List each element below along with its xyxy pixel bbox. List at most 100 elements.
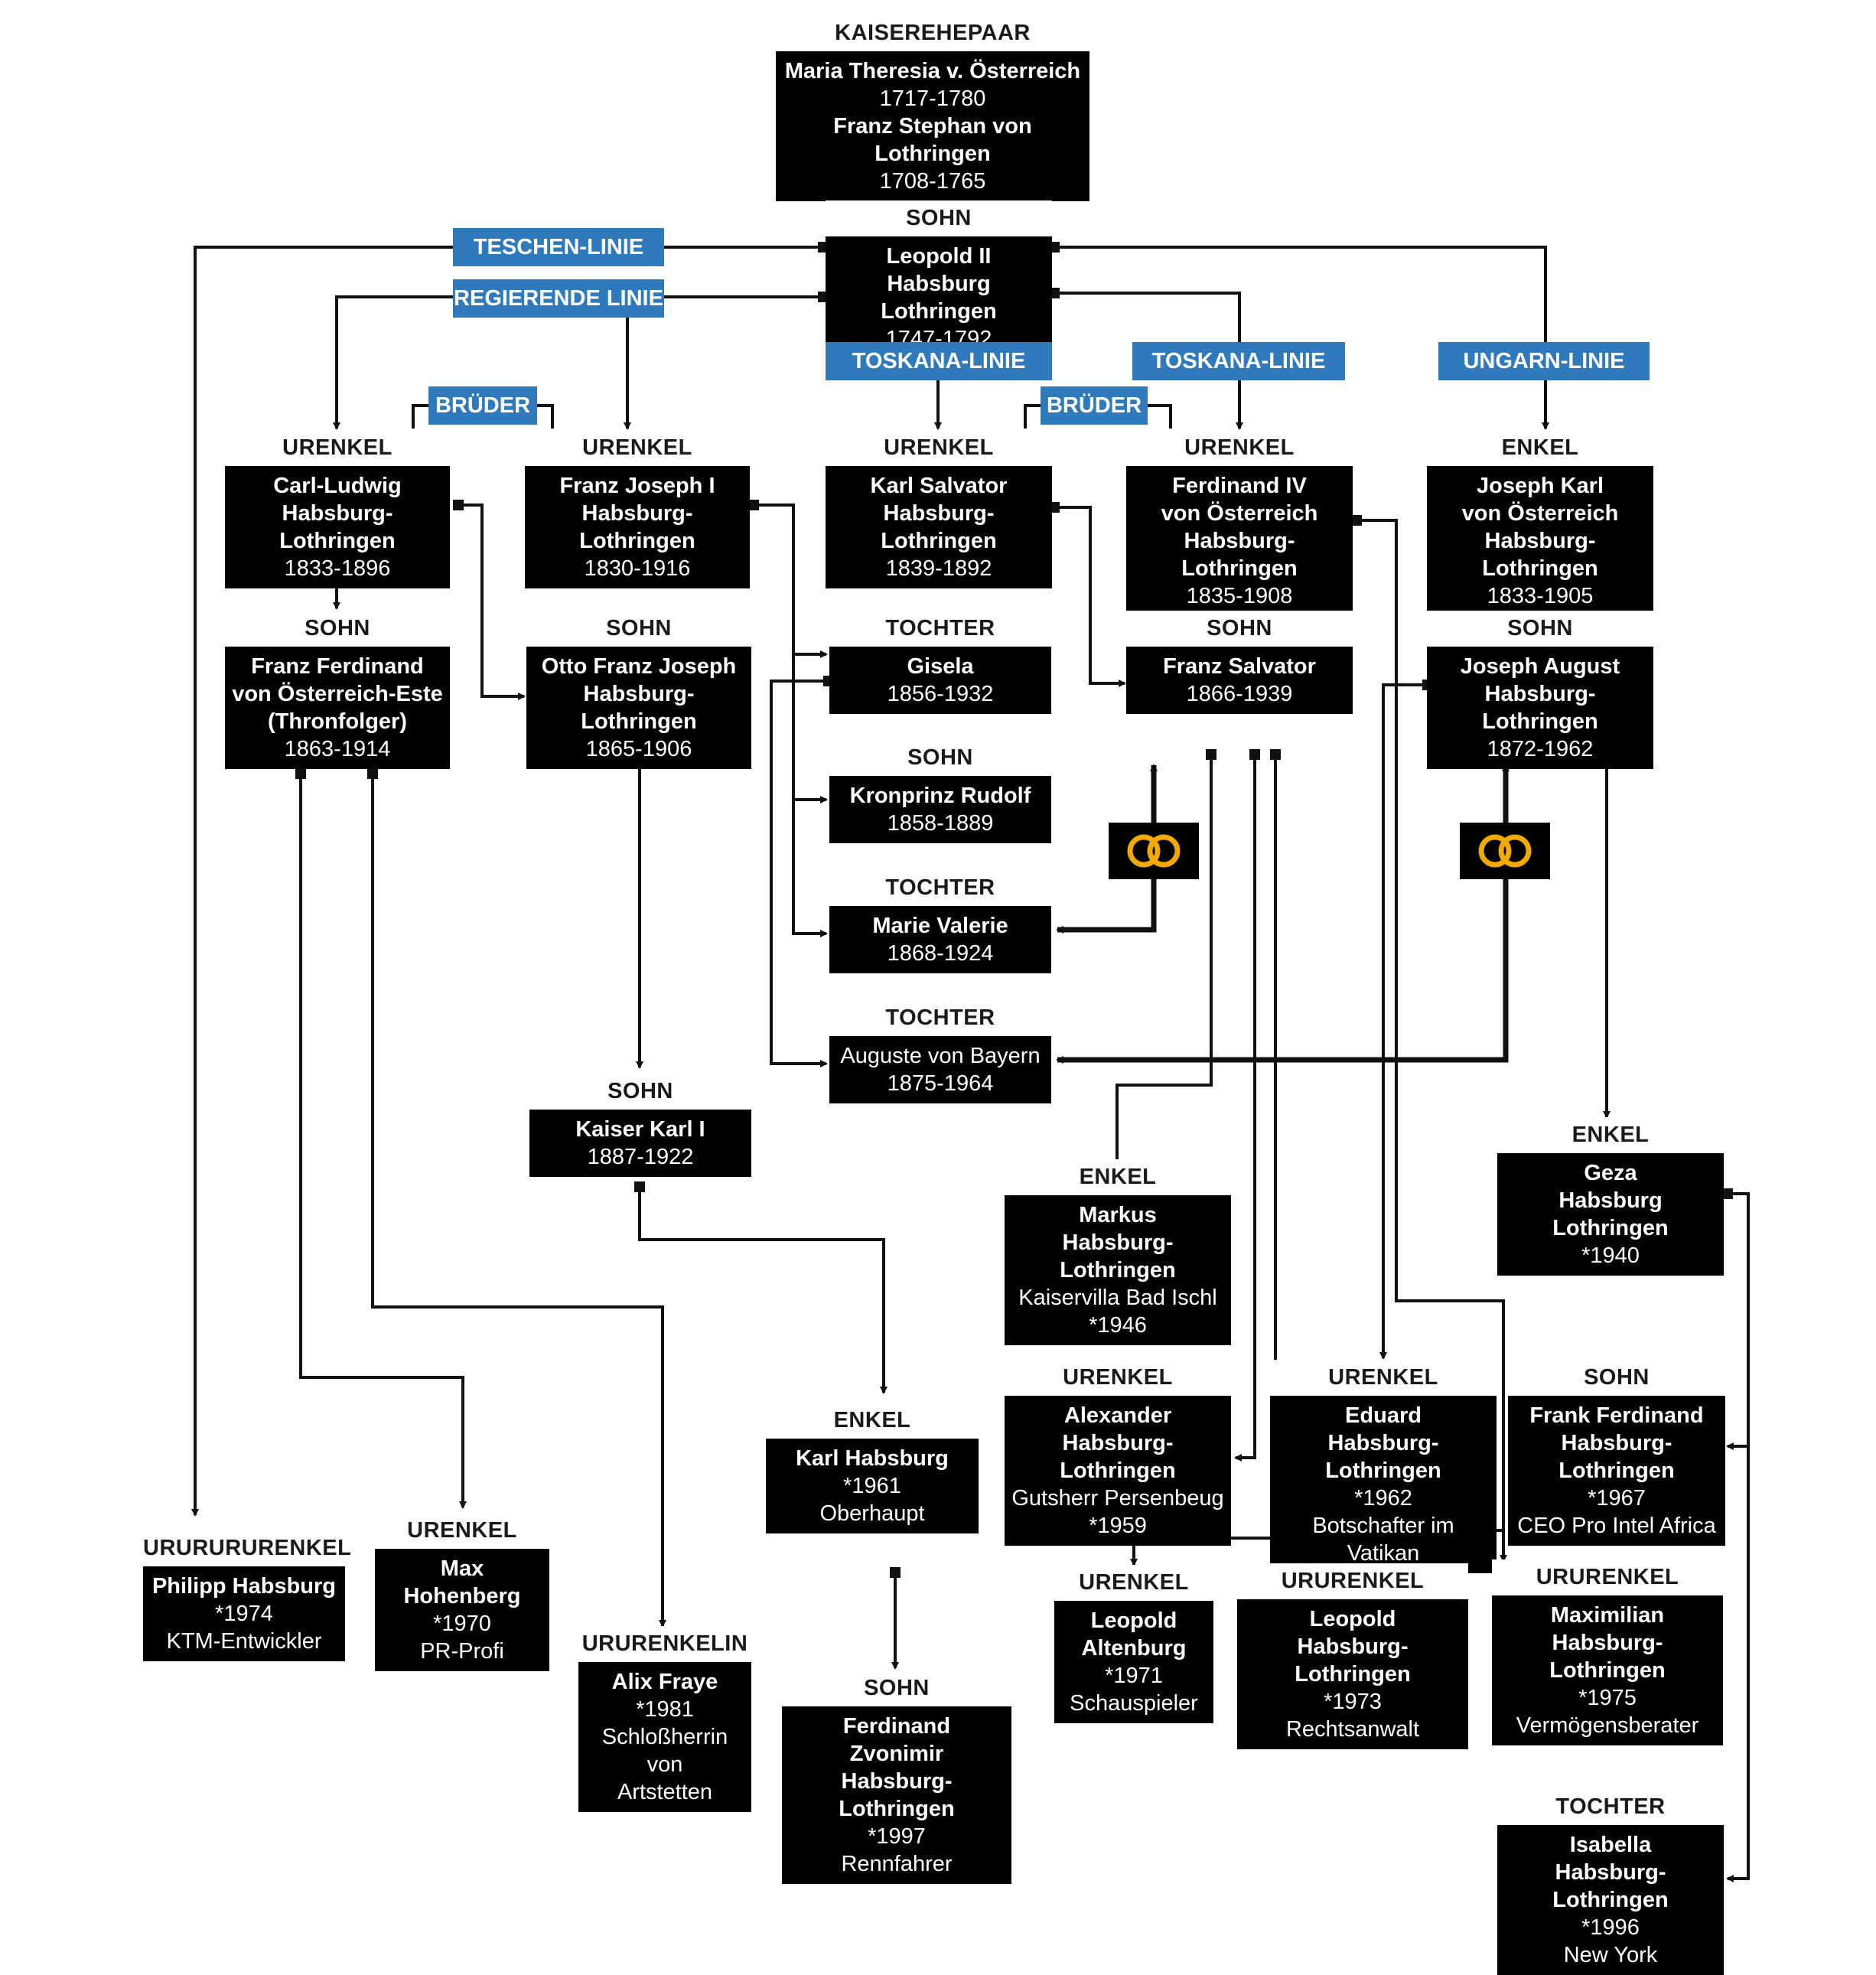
person-info-line: 1887-1922 xyxy=(587,1145,694,1169)
person-info-line: 1868-1924 xyxy=(887,941,994,966)
person-box: Auguste von Bayern 1875-1964 xyxy=(829,1036,1051,1103)
person-info-line: Gutsherr Persenbeug xyxy=(1011,1486,1224,1511)
person-name-line: Isabella xyxy=(1569,1833,1652,1857)
person-info-line: *1959 xyxy=(1089,1514,1147,1538)
node-caption: SOHN xyxy=(1427,611,1653,647)
person-info-line: PR-Profi xyxy=(420,1639,504,1664)
person-name-line: Ferdinand xyxy=(842,1714,951,1739)
person-name-line: Franz Stephan von Lothringen xyxy=(833,114,1032,166)
person-name-line: Alexander xyxy=(1063,1403,1172,1428)
person-info-line: 1856-1932 xyxy=(887,682,994,706)
person-info-line: KTM-Entwickler xyxy=(166,1629,322,1654)
person-name-line: Maximilian xyxy=(1550,1603,1665,1628)
person-name-line: Kaiser Karl I xyxy=(575,1117,705,1142)
person-info-line: 1708-1765 xyxy=(879,169,986,194)
person-info-line: Schauspieler xyxy=(1070,1691,1198,1716)
person-info-line: 1863-1914 xyxy=(284,737,391,761)
node-caption: ENKEL xyxy=(1497,1117,1724,1153)
person-name-line: Habsburg-Lothringen xyxy=(1549,1631,1666,1683)
person-info-line: *1997 xyxy=(868,1824,926,1849)
person-name-line: von Österreich xyxy=(1461,501,1619,526)
person-info-line: Vermögensberater xyxy=(1516,1713,1699,1738)
person-info-line: Oberhaupt xyxy=(819,1501,925,1526)
person-name-line: Habsburg-Lothringen xyxy=(1482,682,1598,734)
person-name-line: Alix Fraye xyxy=(611,1670,718,1694)
person-name-line: Habsburg-Lothringen xyxy=(881,501,997,553)
person-name-line: Habsburg-Lothringen xyxy=(1295,1634,1411,1687)
person-info-line: 1839-1892 xyxy=(885,556,992,581)
wedding-rings-icon xyxy=(1460,823,1550,879)
person-info-line: *1981 xyxy=(636,1697,694,1722)
person-name-line: Altenburg xyxy=(1081,1636,1187,1660)
node-caption: SOHN xyxy=(1126,611,1353,647)
person-info-line: 1858-1889 xyxy=(887,811,994,836)
node-caption: URENKEL xyxy=(826,430,1052,466)
node-caption: URENKEL xyxy=(525,430,750,466)
person-info-line: 1717-1780 xyxy=(879,86,986,111)
person-info-line: Rennfahrer xyxy=(841,1852,953,1876)
person-info-line: 1835-1908 xyxy=(1186,584,1293,608)
person-info-line: *1971 xyxy=(1105,1664,1163,1688)
node-caption: SOHN xyxy=(529,1074,751,1110)
person-info-line: Rechtsanwalt xyxy=(1285,1717,1420,1742)
node-caption: URENKEL xyxy=(1126,430,1353,466)
person-name-line: Kronprinz Rudolf xyxy=(849,784,1031,808)
person-name-line: Karl Habsburg xyxy=(796,1446,949,1471)
ungarn-line-label: UNGARN-LINIE xyxy=(1438,342,1650,380)
person-info-line: Auguste von Bayern xyxy=(840,1044,1041,1068)
person-name-line: Joseph Karl xyxy=(1477,474,1604,498)
toskana-line-label-1: TOSKANA-LINIE xyxy=(826,342,1052,380)
person-name-line: (Thronfolger) xyxy=(267,709,407,734)
person-name-line: Franz Joseph I xyxy=(559,474,715,498)
person-name-line: Habsburg-Lothringen xyxy=(1181,529,1298,581)
person-info-line: 1875-1964 xyxy=(887,1071,994,1096)
person-name-line: Habsburg-Lothringen xyxy=(1060,1431,1176,1483)
person-name-line: Karl Salvator xyxy=(870,474,1008,498)
person-name-line: Leopold II xyxy=(886,244,992,269)
node-caption: ENKEL xyxy=(1005,1159,1231,1195)
person-info-line: *1967 xyxy=(1588,1486,1646,1511)
person-info-line: *1974 xyxy=(215,1602,273,1626)
person-name-line: von Österreich xyxy=(1161,501,1318,526)
node-caption: SOHN xyxy=(1508,1360,1725,1396)
node-caption: ENKEL xyxy=(766,1403,979,1439)
person-info-line: 1872-1962 xyxy=(1487,737,1594,761)
person-name-line: Habsburg Lothringen xyxy=(1552,1188,1669,1240)
node-caption: SOHN xyxy=(782,1670,1011,1706)
person-info-line: *1970 xyxy=(433,1612,491,1636)
person-box: Kaiser Karl I 1887-1922 xyxy=(529,1110,751,1177)
